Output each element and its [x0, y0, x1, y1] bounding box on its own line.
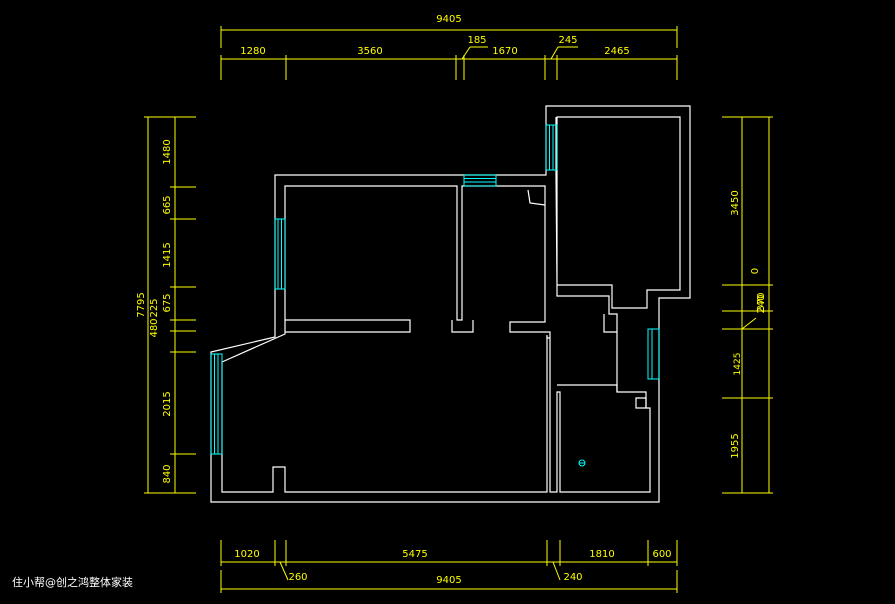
dim-bottom-small-2: 240 — [563, 572, 582, 583]
top-dimensions: 9405 1280 3560 185 1670 245 2465 — [220, 14, 678, 80]
partition-wall-3 — [603, 314, 617, 333]
dim-bottom-small-1: 260 — [288, 572, 307, 583]
dim-left-total: 7795 — [136, 292, 147, 317]
dim-top-2: 3560 — [357, 46, 382, 57]
window-left — [210, 353, 223, 455]
bottom-dimensions: 1020 5475 1810 600 260 240 9405 — [220, 540, 678, 593]
partition-wall-1 — [285, 319, 411, 333]
dim-bottom-1: 1020 — [234, 549, 259, 560]
dim-right-3: 370 — [756, 292, 767, 311]
dim-right-1: 3450 — [730, 190, 741, 215]
door-swing — [527, 189, 546, 206]
window-bedroom — [274, 218, 286, 290]
dim-right-6: 1955 — [730, 433, 741, 458]
windows — [210, 124, 660, 467]
dim-top-5: 245 — [558, 35, 577, 46]
partition-wall-4 — [557, 384, 618, 392]
dim-left-2: 665 — [162, 195, 173, 214]
dim-top-6: 2465 — [604, 46, 629, 57]
dim-top-total: 9405 — [436, 14, 461, 25]
dim-bottom-3: 1810 — [589, 549, 614, 560]
right-dimensions: 3450 0 370 240 1425 1955 — [722, 116, 773, 494]
corridor-wall — [546, 336, 550, 339]
dim-left-7: 2015 — [162, 391, 173, 416]
left-dimensions: 7795 1480 665 1415 675 480 225 2015 840 — [136, 116, 196, 494]
partition-wall-2 — [451, 320, 474, 333]
dim-left-4: 675 — [162, 293, 173, 312]
living-room-wall — [221, 335, 548, 493]
dim-left-3: 1415 — [162, 242, 173, 267]
window-right-room — [545, 124, 558, 171]
dim-right-5: 1425 — [733, 353, 743, 376]
dim-right-4: 240 — [756, 294, 767, 313]
window-right — [647, 328, 660, 380]
dim-left-1: 1480 — [162, 139, 173, 164]
dim-right-2: 0 — [750, 268, 761, 274]
dim-left-6: 225 — [149, 298, 160, 317]
dim-top-1: 1280 — [240, 46, 265, 57]
window-top — [463, 174, 497, 187]
walls — [210, 105, 691, 503]
dim-left-8: 840 — [162, 464, 173, 483]
dim-left-5: 480 — [149, 318, 160, 337]
dim-bottom-4: 600 — [652, 549, 671, 560]
dim-bottom-total: 9405 — [436, 575, 461, 586]
inner-wall-outline — [221, 116, 681, 493]
dim-top-4: 1670 — [492, 46, 517, 57]
outer-wall-outline — [210, 105, 691, 503]
dim-top-3: 185 — [467, 35, 486, 46]
dim-bottom-2: 5475 — [402, 549, 427, 560]
watermark-text: 住小帮@创之鸿整体家装 — [12, 576, 133, 589]
partition-wall-5 — [635, 397, 647, 409]
